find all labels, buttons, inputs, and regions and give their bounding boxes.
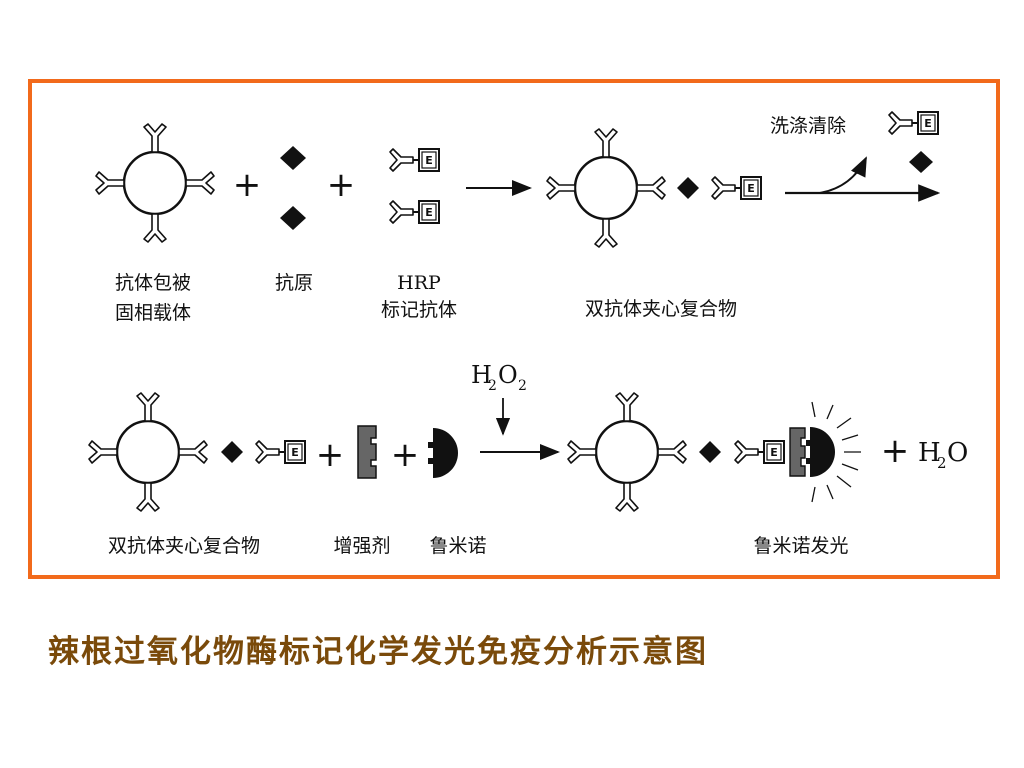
- antigen-icon: [280, 146, 306, 230]
- svg-text:O: O: [947, 438, 968, 468]
- luminescent-complex-icon: [567, 392, 835, 512]
- wash-label: 洗涤清除: [770, 115, 846, 137]
- light-rays-icon: [811, 401, 861, 503]
- plus-operator: +: [391, 435, 420, 475]
- coated-carrier-icon: [95, 123, 215, 243]
- svg-text:2: 2: [937, 454, 947, 472]
- enzyme-e: E: [924, 117, 932, 130]
- enhancer-icon: [357, 425, 377, 479]
- enzyme-e: E: [425, 206, 433, 219]
- water-label: H 2 O: [918, 438, 968, 472]
- sandwich-complex-icon: [546, 128, 762, 248]
- wash-arrows: [785, 156, 941, 202]
- enzyme-e: E: [291, 446, 299, 459]
- washed-antigen-icon: [909, 151, 933, 173]
- svg-text:H: H: [918, 438, 941, 468]
- diagram-frame: [28, 79, 1000, 579]
- h2o2-label: H 2 O 2: [471, 361, 527, 394]
- label-enhancer: 增强剂: [333, 535, 390, 557]
- plus-operator: +: [316, 435, 345, 475]
- label-luminescence: 鲁米诺发光: [753, 535, 848, 557]
- luminol-icon: [428, 428, 458, 478]
- plus-operator: +: [881, 431, 910, 471]
- label-luminol: 鲁米诺: [429, 535, 486, 557]
- sandwich-complex-icon: [88, 392, 306, 512]
- svg-text:2: 2: [518, 378, 527, 394]
- label-hrp-2: 标记抗体: [381, 299, 457, 321]
- enzyme-e: E: [747, 182, 755, 195]
- enzyme-e: E: [770, 446, 778, 459]
- plus-operator: +: [233, 165, 262, 205]
- svg-text:2: 2: [488, 378, 497, 394]
- label-carrier-1: 抗体包被: [115, 272, 191, 294]
- label-hrp-1: HRP: [397, 272, 441, 294]
- label-antigen: 抗原: [275, 272, 313, 294]
- figure-caption: 辣根过氧化物酶标记化学发光免疫分析示意图: [48, 634, 708, 670]
- enzyme-e: E: [425, 154, 433, 167]
- svg-text:H: H: [471, 361, 492, 389]
- plus-operator: +: [327, 165, 356, 205]
- label-complex-1: 双抗体夹心复合物: [585, 298, 737, 320]
- label-complex-2: 双抗体夹心复合物: [108, 535, 260, 557]
- svg-text:O: O: [498, 361, 518, 389]
- label-carrier-2: 固相载体: [115, 302, 191, 324]
